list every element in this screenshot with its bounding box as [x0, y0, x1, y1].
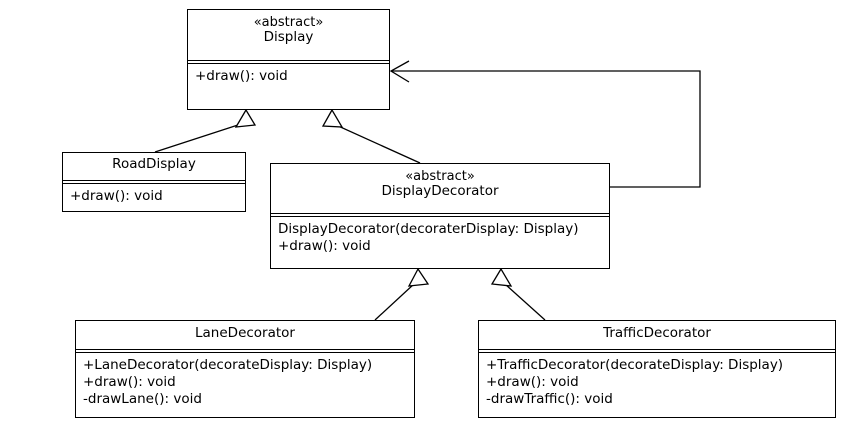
class-member: DisplayDecorator(decoraterDisplay: Displ… [278, 221, 579, 237]
class-member: -drawTraffic(): void [486, 391, 613, 407]
class-member: +draw(): void [70, 188, 163, 204]
class-member: +draw(): void [195, 68, 288, 84]
class-header-trafficdecorator: TrafficDecorator [479, 321, 835, 350]
generalization-roaddisplay-to-display [154, 108, 257, 153]
class-members-trafficdecorator: +TrafficDecorator(decorateDisplay: Displ… [479, 353, 835, 417]
class-member: +TrafficDecorator(decorateDisplay: Displ… [486, 357, 784, 373]
class-member: +draw(): void [486, 374, 579, 390]
class-members-roaddisplay: +draw(): void [63, 184, 245, 211]
class-divider-displaydecorator [271, 214, 609, 217]
class-member: -drawLane(): void [83, 391, 202, 407]
class-name-trafficdecorator: TrafficDecorator [603, 325, 711, 341]
class-header-roaddisplay: RoadDisplay [63, 153, 245, 181]
class-member: +draw(): void [83, 374, 176, 390]
class-divider-roaddisplay [63, 181, 245, 184]
generalization-trafficdecorator-to-displaydecorator [490, 267, 546, 321]
class-name-displaydecorator: DisplayDecorator [381, 183, 499, 199]
class-box-trafficdecorator[interactable]: TrafficDecorator +TrafficDecorator(decor… [478, 320, 836, 418]
class-members-display: +draw(): void [188, 64, 389, 109]
class-name-display: Display [263, 29, 314, 45]
class-name-lanedecorator: LaneDecorator [195, 325, 295, 341]
class-members-displaydecorator: DisplayDecorator(decoraterDisplay: Displ… [271, 217, 609, 268]
class-header-displaydecorator: «abstract» DisplayDecorator [271, 164, 609, 214]
class-header-display: «abstract» Display [188, 10, 389, 61]
class-header-lanedecorator: LaneDecorator [76, 321, 414, 350]
class-members-lanedecorator: +LaneDecorator(decorateDisplay: Display)… [76, 353, 414, 417]
generalization-displaydecorator-to-display [321, 108, 421, 164]
class-box-lanedecorator[interactable]: LaneDecorator +LaneDecorator(decorateDis… [75, 320, 415, 418]
class-member: +LaneDecorator(decorateDisplay: Display) [83, 357, 373, 373]
class-divider-trafficdecorator [479, 350, 835, 353]
class-box-display[interactable]: «abstract» Display +draw(): void [187, 9, 390, 110]
class-divider-lanedecorator [76, 350, 414, 353]
class-box-roaddisplay[interactable]: RoadDisplay +draw(): void [62, 152, 246, 212]
class-stereotype-displaydecorator: «abstract» [405, 169, 475, 184]
class-divider-display [188, 61, 389, 64]
class-member: +draw(): void [278, 238, 371, 254]
class-name-roaddisplay: RoadDisplay [112, 156, 196, 172]
class-box-displaydecorator[interactable]: «abstract» DisplayDecorator DisplayDecor… [270, 163, 610, 269]
generalization-lanedecorator-to-displaydecorator [374, 267, 430, 321]
class-stereotype-display: «abstract» [253, 15, 324, 30]
